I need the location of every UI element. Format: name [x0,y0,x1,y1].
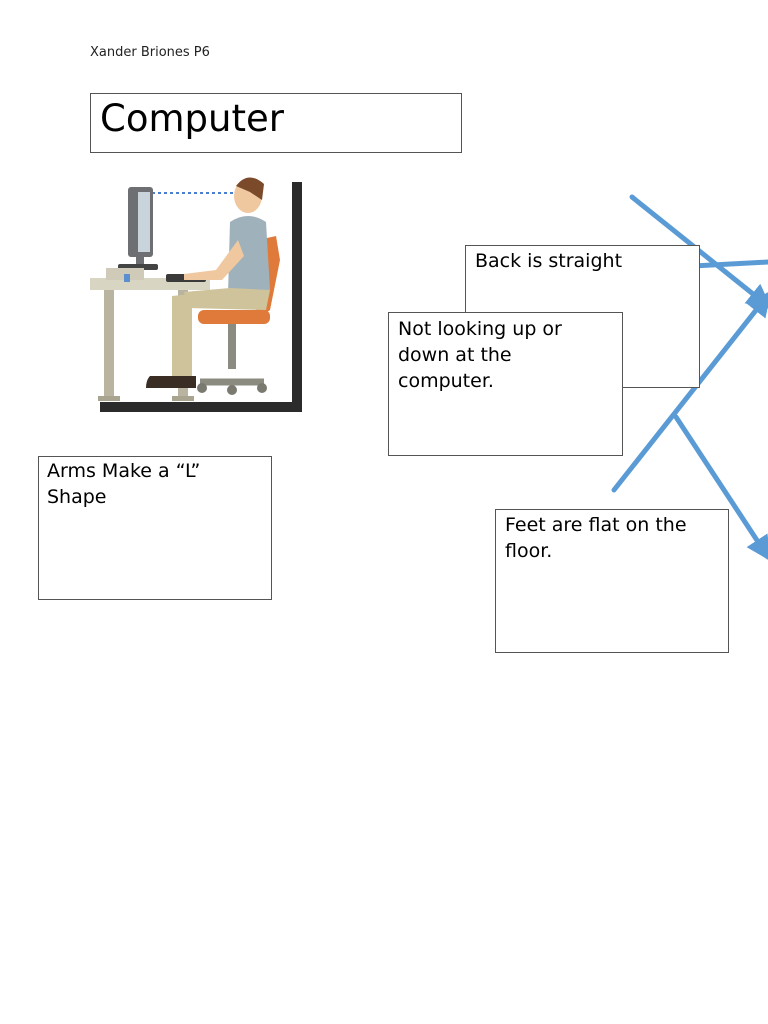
title-box[interactable]: Computer [90,93,462,153]
callout-feet-flat[interactable]: Feet are flat on the floor. [495,509,729,653]
callout-arms-text: Arms Make a “L” Shape [47,460,201,508]
ergonomic-posture-illustration [90,177,302,412]
callout-arms-l-shape[interactable]: Arms Make a “L” Shape [38,456,272,600]
callout-looking-level[interactable]: Not looking up or down at the computer. [388,312,623,456]
page-title: Computer [100,97,284,140]
callout-feet-text: Feet are flat on the floor. [505,514,687,562]
callout-looking-text: Not looking up or down at the computer. [398,318,562,392]
author-label: Xander Briones P6 [90,45,210,60]
callout-back-text: Back is straight [475,250,623,272]
